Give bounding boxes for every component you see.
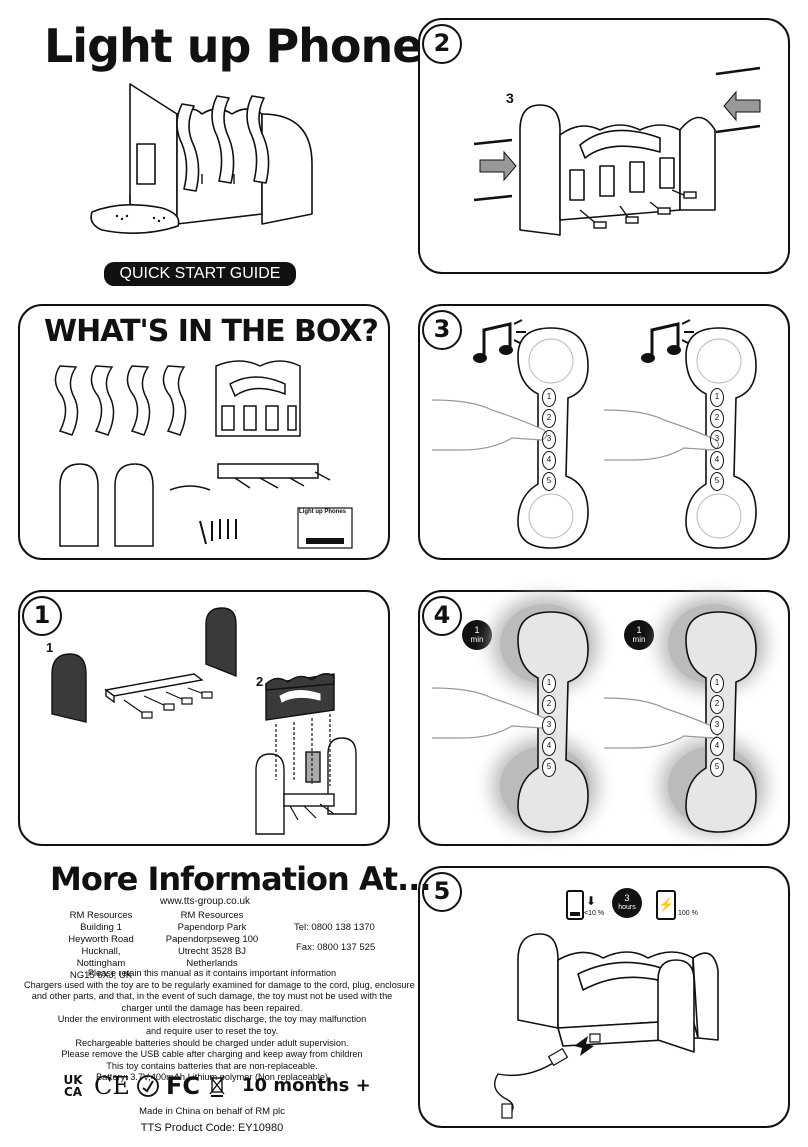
box-booklet-title: Light up Phones (299, 509, 346, 515)
music-note-icon (473, 319, 526, 363)
phone-holder-illustration (90, 83, 313, 234)
box-contents-title: WHAT'S IN THE BOX? (44, 314, 379, 349)
step-3-badge: 3 (422, 310, 462, 350)
alarm-clock-icon: 1 min (462, 620, 492, 650)
phone-button: 5 (710, 758, 724, 777)
ce-mark-icon: CE (94, 1072, 130, 1100)
battery-low-icon (566, 890, 584, 920)
more-info-title: More Information At... (50, 860, 431, 898)
phone-button: 2 (542, 695, 556, 714)
timer-value: 1 (636, 625, 642, 635)
phone-button: 3 (710, 430, 724, 449)
phone-button: 3 (710, 716, 724, 735)
phone-button: 4 (542, 737, 556, 756)
phone-button: 5 (542, 758, 556, 777)
charge-time-unit: hours (618, 904, 636, 911)
alarm-clock-icon: 3 hours (612, 888, 642, 918)
step-2-badge: 2 (422, 24, 462, 64)
waste-bin-icon (209, 1075, 225, 1097)
battery-full-label: 100 % (678, 910, 698, 917)
phone-button: 4 (710, 737, 724, 756)
step-5-badge: 5 (422, 872, 462, 912)
phone-button: 4 (542, 451, 556, 470)
fc-mark-icon: FC (166, 1072, 201, 1100)
phone-button: 3 (542, 716, 556, 735)
timer-unit: min (470, 635, 484, 644)
phone-button: 5 (710, 472, 724, 491)
timer-value: 1 (474, 625, 480, 635)
arrow-down-icon: ⬇ (586, 894, 597, 908)
phone-button: 2 (542, 409, 556, 428)
step-4-badge: 4 (422, 596, 462, 636)
product-code: TTS Product Code: EY10980 (140, 1122, 284, 1134)
made-in-label: Made in China on behalf of RM plc (139, 1106, 285, 1117)
phone-button: 2 (710, 695, 724, 714)
phone-button: 2 (710, 409, 724, 428)
age-warning-label: 10 months + (242, 1075, 371, 1096)
hand-pressing-icon (603, 697, 720, 749)
timer-unit: min (632, 635, 646, 644)
step-1-callout-b: 2 (256, 674, 264, 689)
safety-notes: Please retain this manual as it contains… (24, 968, 415, 1083)
page-title: Light up Phones (44, 19, 450, 73)
assembly-side-illustration (473, 66, 761, 236)
hand-pressing-icon (431, 399, 548, 451)
rcm-mark-icon (137, 1075, 159, 1097)
phone-button: 1 (542, 674, 556, 693)
phone-button: 1 (710, 674, 724, 693)
telephone: Tel: 0800 138 1370 (294, 922, 375, 933)
fax: Fax: 0800 137 525 (296, 942, 376, 953)
phone-button: 4 (710, 451, 724, 470)
hand-pressing-icon (603, 409, 720, 461)
battery-charging-icon: ⚡ (656, 890, 676, 920)
phone-button: 1 (542, 388, 556, 407)
step-1-callout-a: 1 (46, 640, 54, 655)
battery-low-label: <10 % (584, 910, 605, 917)
quick-start-label: QUICK START GUIDE (104, 262, 296, 286)
phone-button: 3 (542, 430, 556, 449)
charging-stand-illustration (494, 933, 719, 1119)
website-link[interactable]: www.tts-group.co.uk (160, 896, 251, 907)
usb-cable-icon (494, 1059, 559, 1117)
phone-button: 5 (542, 472, 556, 491)
step-1-badge: 1 (22, 596, 62, 636)
charge-time-value: 3 (624, 893, 630, 903)
box-contents-illustration (54, 360, 353, 549)
assembly-base-illustration (51, 607, 357, 835)
phone-button: 1 (710, 388, 724, 407)
alarm-clock-icon: 1 min (624, 620, 654, 650)
hand-pressing-icon (431, 687, 548, 739)
step-2-callout: 3 (506, 90, 514, 106)
